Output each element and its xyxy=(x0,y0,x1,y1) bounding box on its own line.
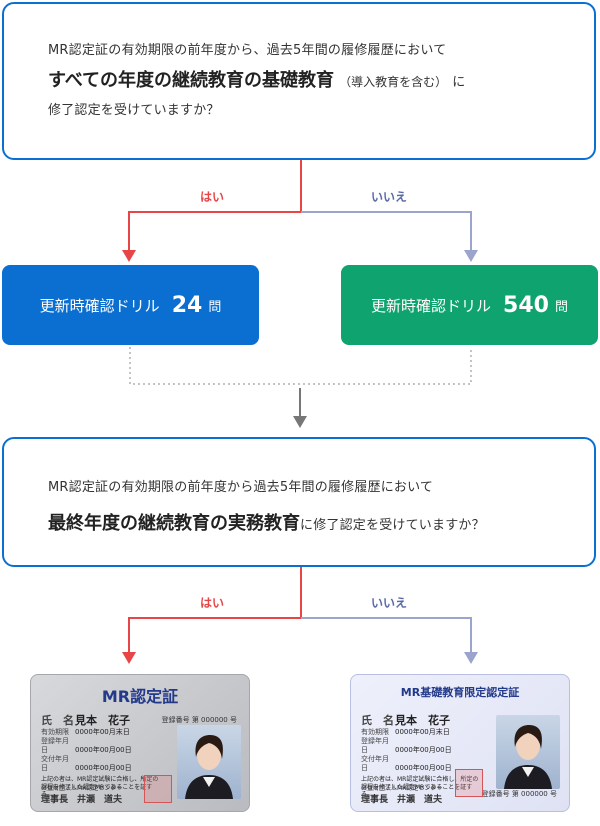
q1-line1: MR認定証の有効期限の前年度から、過去5年間の履修履歴において xyxy=(48,43,447,58)
branch1-no-label: いいえ xyxy=(371,190,408,204)
card-left-row-key: 交付年月日 xyxy=(41,755,69,772)
result-left-text: 更新時確認ドリル xyxy=(39,296,160,315)
result-right-unit: 問 xyxy=(554,299,568,315)
card-left-row: 交付年月日 0000年00月00日 xyxy=(41,755,159,773)
card-right-row-key: 有効期限 xyxy=(361,728,389,736)
q2-line1: MR認定証の有効期限の前年度から過去5年間の履修履歴において xyxy=(48,480,434,495)
card-left-row-key: 有効期限 xyxy=(41,728,69,736)
card-right-row-key: 登録年月日 xyxy=(361,737,389,754)
branch1-yes-line xyxy=(128,160,302,250)
card-left-reg: 登録番号 第 000000 号 xyxy=(161,716,237,724)
q1-tail-text: に xyxy=(452,75,466,90)
card-right-name-label: 氏 名 xyxy=(361,714,394,727)
q1-line2: すべての年度の継続教育の基礎教育 （導入教育を含む） に xyxy=(48,66,594,96)
card-left-name: 見本 花子 xyxy=(75,714,130,727)
result-box-540: 更新時確認ドリル 540 問 xyxy=(341,265,598,345)
branch1-yes-arrowhead xyxy=(122,250,136,262)
card-right-row-value: 0000年00月00日 xyxy=(395,764,452,772)
card-right-chief: 理事長 井瀬 道夫 xyxy=(361,795,443,805)
id-photo xyxy=(496,715,560,789)
q2-tail-text: に修了認定を受けていますか？ xyxy=(300,518,485,533)
result-right-text: 更新時確認ドリル xyxy=(371,296,492,315)
question-box-2: MR認定証の有効期限の前年度から過去5年間の履修履歴において 最終年度の継続教育… xyxy=(2,437,596,567)
branch2-no-line xyxy=(301,617,472,652)
card-left-row-value: 0000年00月00日 xyxy=(75,764,132,772)
seal-stamp-icon xyxy=(144,775,172,803)
card-right-title: MR基礎教育限定認定証 xyxy=(400,686,520,699)
card-right-row: 有効期限 0000年00月末日 xyxy=(361,728,479,737)
card-right-details: 氏 名見本 花子 有効期限 0000年00月末日 登録年月日 0000年00月00日… xyxy=(361,713,479,799)
card-left-chief: 理事長 井瀬 道夫 xyxy=(41,795,123,805)
question-box-1: MR認定証の有効期限の前年度から、過去5年間の履修履歴において すべての年度の継… xyxy=(2,2,596,160)
id-photo xyxy=(177,725,241,799)
card-left-row: 登録年月日 0000年00月00日 xyxy=(41,737,159,755)
card-left-details: 氏 名見本 花子 有効期限 0000年00月末日 登録年月日 0000年00月00日… xyxy=(41,713,159,799)
result-left-count: 24 xyxy=(171,292,203,318)
q1-bold-text: すべての年度の継続教育の基礎教育 xyxy=(48,70,335,91)
branch2-yes-arrowhead xyxy=(122,652,136,664)
card-left-row-key: 登録年月日 xyxy=(41,737,69,754)
card-right-row-key: 交付年月日 xyxy=(361,755,389,772)
q1-line3: 修了認定を受けていますか？ xyxy=(48,103,220,118)
card-right-issuer-name: 公益財団法人MR認定センター xyxy=(361,785,443,792)
card-left-note: 上記の者は、MR認定試験に合格し、所定の課程を修了した認定MRであることを証する… xyxy=(41,776,159,798)
card-left-row-value: 0000年00月00日 xyxy=(75,746,132,754)
branch2-yes-label: はい xyxy=(200,596,225,610)
branch2-no-label: いいえ xyxy=(371,596,408,610)
q1-paren-text: （導入教育を含む） xyxy=(339,75,448,89)
basic-education-certificate-card: MR基礎教育限定認定証 登録番号 第 000000 号 氏 名見本 花子 有効期… xyxy=(350,674,570,812)
result-box-24: 更新時確認ドリル 24 問 xyxy=(2,265,259,345)
card-right-issuer: 公益財団法人MR認定センター 理事長 井瀬 道夫 xyxy=(361,783,442,805)
q2-line2: 最終年度の継続教育の実務教育に修了認定を受けていますか？ xyxy=(48,509,594,539)
card-left-row: 有効期限 0000年00月末日 xyxy=(41,728,159,737)
branch1-yes-label: はい xyxy=(200,190,225,204)
merge-dotted-line xyxy=(129,347,472,385)
q2-bold-text: 最終年度の継続教育の実務教育 xyxy=(48,513,300,534)
mr-certificate-card: MR認定証 登録番号 第 000000 号 氏 名見本 花子 有効期限 0000年… xyxy=(30,674,250,812)
card-right-note: 上記の者は、MR認定試験に合格し、所定の課程を修了した認定MRであることを証する… xyxy=(361,776,479,798)
card-right-row: 交付年月日 0000年00月00日 xyxy=(361,755,479,773)
card-right-name: 見本 花子 xyxy=(395,714,450,727)
result-left-unit: 問 xyxy=(208,299,222,315)
card-right-reg: 登録番号 第 000000 号 xyxy=(481,790,557,798)
card-left-issuer-name: 公益財団法人MR認定センター xyxy=(41,785,123,792)
card-right-row-value: 0000年00月00日 xyxy=(395,746,452,754)
merge-arrowhead xyxy=(293,416,307,428)
seal-stamp-icon xyxy=(455,769,483,797)
card-left-issuer: 公益財団法人MR認定センター 理事長 井瀬 道夫 xyxy=(41,783,122,805)
result-right-count: 540 xyxy=(503,292,549,318)
branch1-no-arrowhead xyxy=(464,250,478,262)
branch2-no-arrowhead xyxy=(464,652,478,664)
branch1-no-line xyxy=(301,211,472,250)
card-left-title: MR認定証 xyxy=(101,687,179,706)
card-left-name-label: 氏 名 xyxy=(41,714,74,727)
card-left-row-value: 0000年00月末日 xyxy=(75,728,130,736)
card-right-row: 登録年月日 0000年00月00日 xyxy=(361,737,479,755)
card-right-row-value: 0000年00月末日 xyxy=(395,728,450,736)
